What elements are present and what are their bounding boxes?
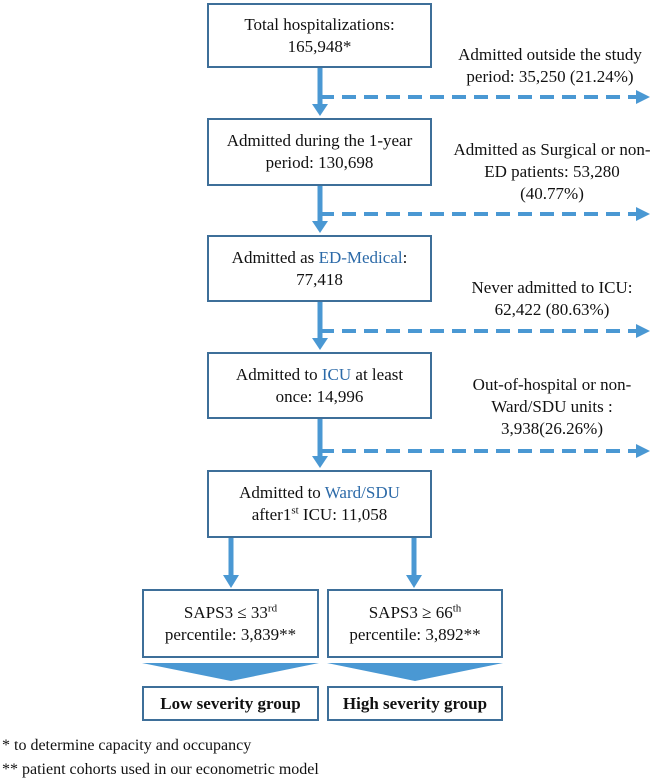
ward-line2: after1st ICU: 11,058 — [251, 504, 388, 524]
icu-line1: Admitted to ICU at least — [235, 364, 404, 384]
exclusion-never-icu: Never admitted to ICU: 62,422 (80.63%) — [471, 278, 633, 319]
exclusion-surgical: Admitted as Surgical or non- ED patients… — [453, 140, 651, 203]
ed-line2: 77,418 — [296, 269, 343, 289]
icu-highlight: ICU — [321, 364, 352, 384]
ed-line1: Admitted as ED-Medical: — [231, 247, 408, 267]
box-saps3-low: SAPS3 ≤ 33rd percentile: 3,839** — [142, 589, 319, 658]
period-line2: period: 130,698 — [265, 153, 374, 172]
ward-line1: Admitted to Ward/SDU — [239, 483, 400, 502]
group-chevrons — [142, 663, 503, 681]
ward-sdu-highlight: Ward/SDU — [324, 483, 400, 502]
box-icu: Admitted to ICU at least once: 14,996 — [207, 352, 432, 419]
total-line2: 165,948* — [287, 36, 352, 56]
box-admitted-period: Admitted during the 1-year period: 130,6… — [207, 118, 432, 186]
exclusion-out-of-hospital: Out-of-hospital or non- Ward/SDU units :… — [472, 375, 632, 438]
exclusion-arrows — [320, 90, 650, 458]
footnote-cohorts: ** patient cohorts used in our econometr… — [2, 761, 319, 778]
icu-line2: once: 14,996 — [275, 386, 364, 406]
footnote-capacity: * to determine capacity and occupancy — [2, 737, 252, 754]
total-line1: Total hospitalizations: — [244, 14, 395, 34]
main-flow-arrows — [223, 68, 422, 588]
box-total-hospitalizations: Total hospitalizations: 165,948* — [207, 3, 432, 68]
period-line1: Admitted during the 1-year — [226, 131, 413, 150]
box-ward-sdu: Admitted to Ward/SDU after1st ICU: 11,05… — [207, 470, 432, 538]
exclusion-outside-period: Admitted outside the study period: 35,25… — [458, 45, 642, 86]
high-severity-group: High severity group — [327, 686, 503, 721]
low-severity-group: Low severity group — [142, 686, 319, 721]
box-ed-medical: Admitted as ED-Medical: 77,418 — [207, 235, 432, 302]
ed-medical-highlight: ED-Medical — [318, 247, 403, 267]
box-saps3-high: SAPS3 ≥ 66th percentile: 3,892** — [327, 589, 503, 658]
